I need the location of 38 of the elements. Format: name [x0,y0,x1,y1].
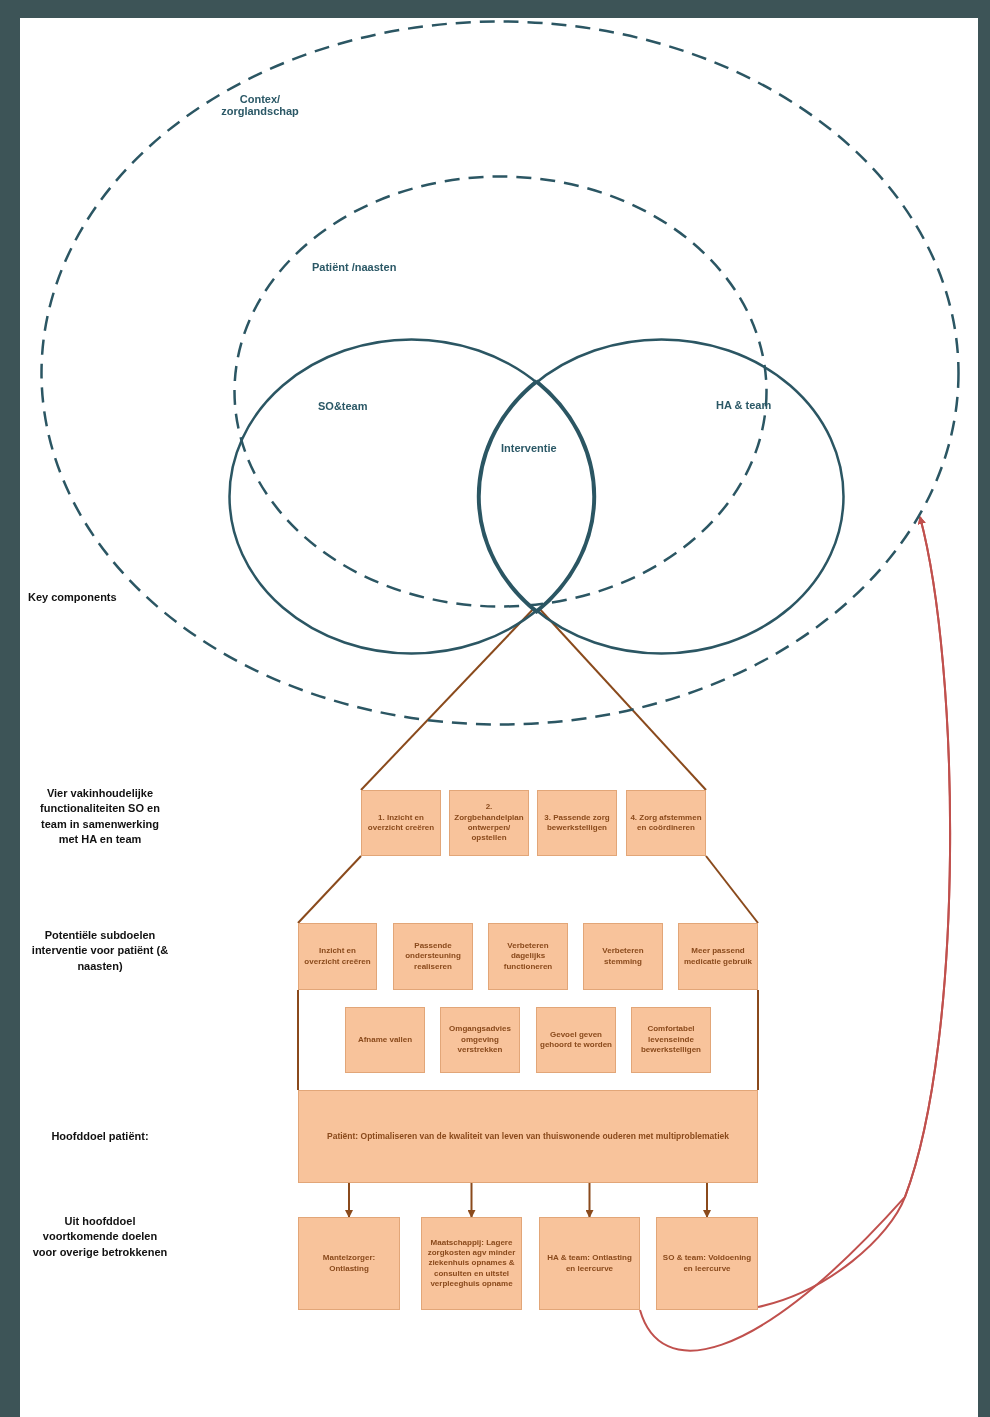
connector-line [705,855,759,924]
function-box: 3. Passende zorg bewerkstelligen [537,790,617,856]
side-label: Key components [28,590,118,605]
arrow [703,1182,711,1218]
main-goal-box: Patiënt: Optimaliseren van de kwaliteit van leven van thuiswonende ouderen met multiproblematiek [298,1090,758,1183]
goal-box: HA & team: Ontlasting en leercurve [539,1217,640,1310]
arrow [585,1182,594,1218]
function-box: 1. Inzicht en overzicht creëren [361,790,441,856]
arrow [467,1182,476,1218]
function-box: 2. Zorgbehandelplan ontwerpen/ opstellen [449,790,529,856]
goal-box: Comfortabel levenseinde bewerkstelligen [631,1007,711,1073]
goal-box: Inzicht en overzicht creëren [298,923,377,990]
region-label: Contex/ zorglandschap [220,93,300,117]
connector-line [297,989,299,1091]
goal-box: Meer passend medicatie gebruik [678,923,758,990]
arrow [345,1182,353,1218]
connector-line [757,989,759,1091]
connector-line [539,608,707,791]
side-label: Hoofddoel patiënt: [50,1129,150,1144]
goal-box: Afname vallen [345,1007,425,1073]
goal-box: Gevoel geven gehoord te worden [536,1007,616,1073]
region-label: Interventie [501,442,557,454]
region-label: Patiënt /naasten [312,261,397,273]
goal-box: Verbeteren stemming [583,923,663,990]
arrow [757,515,951,1308]
region-label: SO&team [318,400,368,412]
connector-line [360,608,534,791]
goal-box: Passende ondersteuning realiseren [393,923,473,990]
goal-box: Mantelzorger: Ontlasting [298,1217,400,1310]
goal-box: Maatschappij: Lagere zorgkosten agv minder ziekenhuis opnames & consulten en uitstel verpleeghuis opname [421,1217,522,1310]
connector-line [297,855,362,924]
goal-box: Omgangsadvies omgeving verstrekken [440,1007,520,1073]
goal-box: SO & team: Voldoening en leercurve [656,1217,758,1310]
function-box: 4. Zorg afstemmen en coördineren [626,790,706,856]
side-label: Potentiële subdoelen interventie voor patiënt (& naasten) [30,928,170,974]
goal-box: Verbeteren dagelijks functioneren [488,923,568,990]
side-label: Uit hoofddoel voortkomende doelen voor overige betrokkenen [31,1214,169,1260]
side-label: Vier vakinhoudelijke functionaliteiten SO en team in samenwerking met HA en team [39,786,161,848]
